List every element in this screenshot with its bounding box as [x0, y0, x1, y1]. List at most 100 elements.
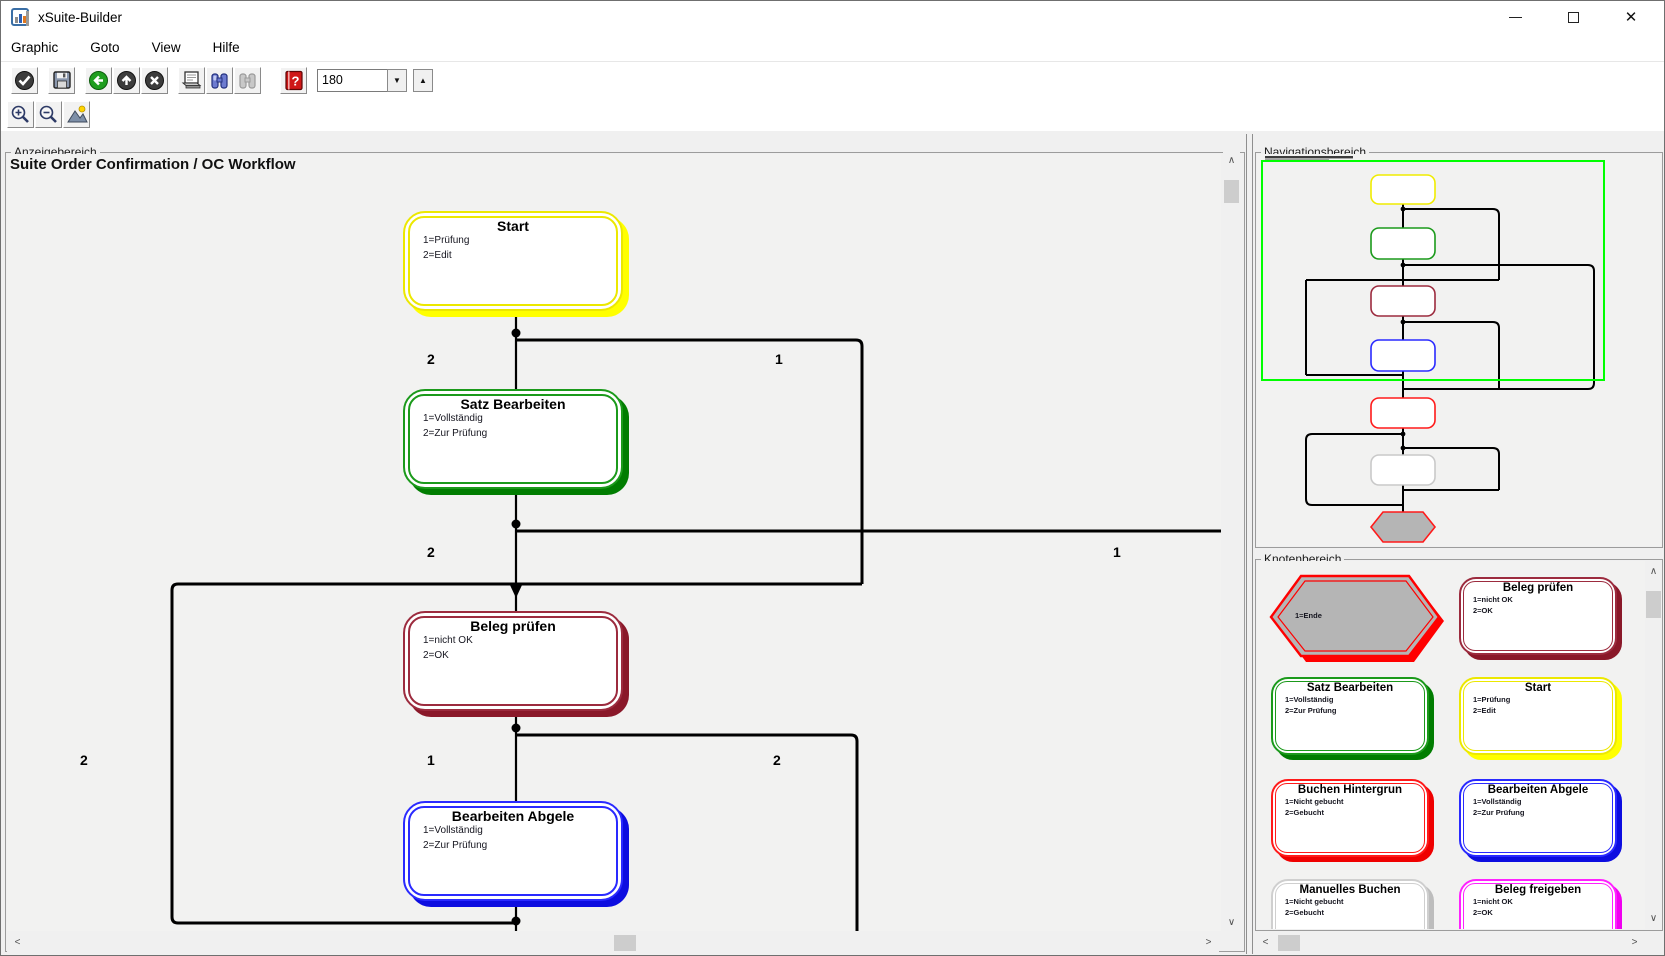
main-vertical-scrollbar[interactable]: ∧ ∨: [1223, 152, 1240, 931]
scroll-right-icon[interactable]: >: [1631, 937, 1638, 948]
menu-goto[interactable]: Goto: [90, 40, 120, 55]
mini-node-buchen[interactable]: [1370, 397, 1436, 429]
palette-item-line: 2=Zur Prüfung: [1285, 706, 1337, 716]
zoom-out-button[interactable]: [35, 101, 62, 128]
back-globe-icon: [89, 70, 108, 90]
help-button[interactable]: ?: [280, 66, 307, 94]
cancel-globe-icon: [145, 70, 164, 90]
node-line: 1=Prüfung: [423, 235, 470, 246]
find-next-button[interactable]: [234, 66, 261, 94]
palette-item-line: 1=Nicht gebucht: [1285, 897, 1344, 906]
scroll-down-icon[interactable]: ∨: [1227, 917, 1236, 928]
flow-node-beleg-pruefen[interactable]: Beleg prüfen 1=nicht OK 2=OK: [403, 611, 623, 711]
scroll-up-icon[interactable]: ∧: [1227, 155, 1236, 166]
palette-horizontal-scrollbar[interactable]: < >: [1257, 934, 1645, 952]
edge-label: 2: [773, 752, 781, 768]
palette-vscroll-thumb[interactable]: [1646, 591, 1661, 618]
mini-node-start[interactable]: [1370, 174, 1436, 205]
help-icon: ?: [284, 70, 303, 90]
palette-item-beleg-pruefen[interactable]: Beleg prüfen 1=nicht OK 2=OK: [1459, 577, 1617, 655]
palette-item-title: Beleg prüfen: [1502, 582, 1574, 594]
minimap-viewport[interactable]: [1261, 160, 1605, 381]
maximize-button[interactable]: [1544, 1, 1602, 34]
scroll-left-icon[interactable]: <: [14, 937, 21, 948]
validate-button[interactable]: [11, 66, 38, 94]
cancel-button[interactable]: [141, 66, 168, 94]
palette-vertical-scrollbar[interactable]: ∧ ∨: [1645, 561, 1662, 929]
save-icon: [52, 71, 71, 89]
mini-node-ende[interactable]: [1369, 511, 1437, 543]
edge-label: 1: [427, 752, 435, 768]
main-horizontal-scrollbar[interactable]: < >: [7, 934, 1219, 952]
scroll-down-icon[interactable]: ∨: [1649, 913, 1658, 924]
palette-item-title: Satz Bearbeiten: [1306, 682, 1394, 694]
menu-view[interactable]: View: [151, 40, 181, 55]
mini-node-beleg[interactable]: [1370, 285, 1436, 317]
node-line: 1=nicht OK: [423, 635, 473, 646]
go-back-button[interactable]: [85, 66, 112, 94]
flow-node-satz-bearbeiten[interactable]: Satz Bearbeiten 1=Vollständig 2=Zur Prüf…: [403, 389, 623, 489]
image-view-button[interactable]: [63, 101, 90, 128]
workflow-canvas[interactable]: Suite Order Confirmation / OC Workflow: [7, 154, 1221, 931]
mini-node-abgele[interactable]: [1370, 339, 1436, 372]
mini-node-satz[interactable]: [1370, 227, 1436, 260]
flow-node-start[interactable]: Start 1=Prüfung 2=Edit: [403, 211, 623, 311]
palette-item-title: Bearbeiten Abgele: [1487, 784, 1589, 796]
mini-node-manuell[interactable]: [1370, 454, 1436, 486]
zoom-level-input[interactable]: [317, 68, 387, 92]
find-button[interactable]: [206, 66, 233, 94]
palette-item-title: Manuelles Buchen: [1299, 884, 1401, 896]
node-title: Start: [497, 218, 529, 234]
node-line: 2=Edit: [423, 249, 452, 261]
palette-item-line: 2=Gebucht: [1285, 808, 1324, 818]
node-title: Beleg prüfen: [470, 618, 556, 634]
zoom-in-icon: [11, 105, 29, 123]
upload-globe-icon: [117, 70, 136, 90]
palette-item-start[interactable]: Start 1=Prüfung 2=Edit: [1459, 677, 1617, 755]
panel-splitter[interactable]: [1246, 134, 1253, 954]
scroll-right-icon[interactable]: >: [1205, 937, 1212, 948]
scroll-up-icon[interactable]: ∧: [1649, 566, 1658, 577]
dropdown-icon: ▼: [393, 75, 401, 85]
upload-button[interactable]: [113, 66, 140, 94]
palette-item-manuelles-buchen[interactable]: Manuelles Buchen 1=Nicht gebucht 2=Gebuc…: [1271, 879, 1429, 929]
workflow-edges: [170, 311, 1221, 931]
edge-label: 1: [775, 351, 783, 367]
minimize-button[interactable]: [1486, 1, 1544, 34]
maximize-icon: [1567, 12, 1579, 23]
minimize-icon: [1508, 17, 1522, 18]
navigation-area-group: Navigationsbereich: [1255, 145, 1663, 548]
close-icon: ✕: [1624, 9, 1638, 26]
minimap[interactable]: [1257, 154, 1661, 546]
zoom-in-button[interactable]: [7, 101, 34, 128]
menu-graphic[interactable]: Graphic: [11, 40, 59, 55]
palette-hscroll-thumb[interactable]: [1278, 935, 1300, 951]
palette-item-line: 2=OK: [1473, 908, 1493, 918]
close-button[interactable]: ✕: [1602, 1, 1660, 34]
edge-label: 1: [1113, 544, 1121, 560]
palette-item-ende[interactable]: 1=Ende: [1267, 573, 1445, 663]
flow-node-bearbeiten-abgele[interactable]: Bearbeiten Abgele 1=Vollständig 2=Zur Pr…: [403, 801, 623, 901]
zoom-spin-up-button[interactable]: ▲: [413, 68, 433, 92]
palette-item-beleg-freigeben[interactable]: Beleg freigeben 1=nicht OK 2=OK: [1459, 879, 1617, 929]
spin-up-icon: ▲: [419, 75, 427, 85]
print-button[interactable]: [178, 66, 205, 94]
node-title: Bearbeiten Abgele: [451, 808, 575, 824]
main-hscroll-thumb[interactable]: [614, 935, 636, 951]
palette-item-title: Buchen Hintergrun: [1297, 784, 1403, 796]
validate-icon: [15, 70, 34, 90]
scroll-left-icon[interactable]: <: [1262, 937, 1269, 948]
zoom-out-icon: [39, 105, 57, 123]
main-vscroll-thumb[interactable]: [1224, 180, 1239, 203]
palette-item-buchen-hintergrund[interactable]: Buchen Hintergrun 1=Nicht gebucht 2=Gebu…: [1271, 779, 1429, 857]
palette-item-line: 1=nicht OK: [1473, 897, 1513, 906]
palette-item-satz-bearbeiten[interactable]: Satz Bearbeiten 1=Vollständig 2=Zur Prüf…: [1271, 677, 1429, 755]
palette-item-line: 1=Nicht gebucht: [1285, 797, 1344, 806]
save-button[interactable]: [48, 66, 75, 94]
node-line: 2=OK: [423, 649, 449, 661]
find-next-icon: [239, 72, 256, 89]
palette-item-bearbeiten-abgele[interactable]: Bearbeiten Abgele 1=Vollständig 2=Zur Pr…: [1459, 779, 1617, 857]
zoom-dropdown-button[interactable]: ▼: [387, 68, 407, 92]
menu-hilfe[interactable]: Hilfe: [212, 40, 240, 55]
